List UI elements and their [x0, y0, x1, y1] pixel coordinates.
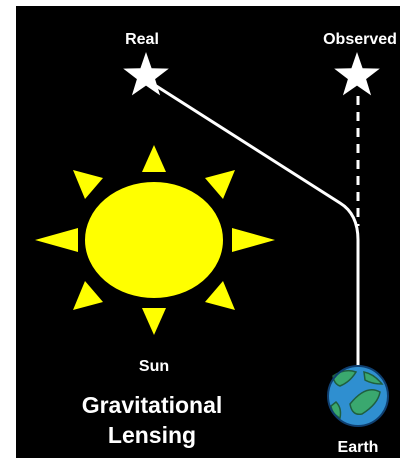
sun-ray: [73, 281, 103, 310]
sun-disc: [79, 176, 229, 304]
real-star-label: Real: [125, 31, 159, 48]
sun-icon: [35, 145, 275, 335]
earth-land: [332, 369, 358, 387]
earth-icon: [327, 365, 389, 427]
actual-light-path: [149, 80, 360, 370]
earth-land: [349, 389, 381, 416]
sun-ray: [35, 228, 78, 252]
sun-ray: [73, 170, 103, 199]
diagram-title-line-2: Lensing: [108, 422, 196, 448]
sun-ray: [205, 281, 235, 310]
observed-star-label: Observed: [323, 31, 397, 48]
earth-label: Earth: [338, 439, 379, 456]
sun-ray: [142, 145, 166, 172]
earth-land: [363, 371, 384, 385]
sun-ray: [205, 170, 235, 199]
diagram-title-line-1: Gravitational: [82, 392, 223, 418]
sun-ray: [142, 308, 166, 335]
observed-star-icon: [334, 52, 380, 96]
sun-ray: [232, 228, 275, 252]
real-star-icon: [123, 52, 169, 96]
sun-label: Sun: [139, 358, 169, 375]
